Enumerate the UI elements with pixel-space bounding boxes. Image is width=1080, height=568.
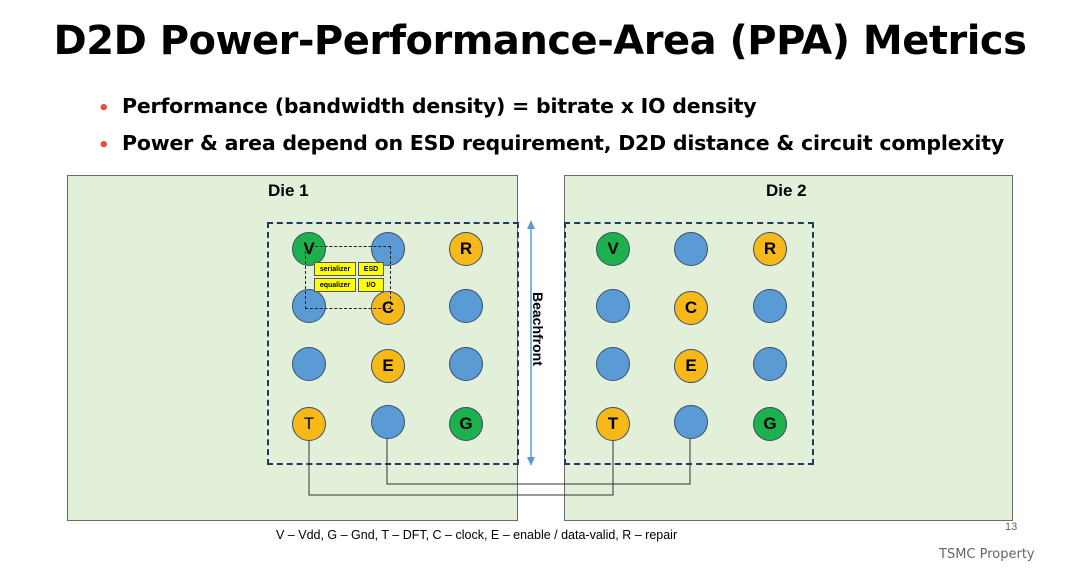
signal-pin xyxy=(449,347,483,381)
io-cell-outline xyxy=(305,246,391,309)
dft-connection-line xyxy=(308,433,614,496)
signal-pin xyxy=(596,289,630,323)
bullet-dot-icon: • xyxy=(98,135,110,156)
signal-connection-line xyxy=(386,433,691,485)
beachfront-arrow-head-bottom xyxy=(527,457,535,466)
dft-pin: T xyxy=(596,407,630,441)
gnd-pin: G xyxy=(449,407,483,441)
enable-pin: E xyxy=(674,349,708,383)
bullet-item: • Performance (bandwidth density) = bitra… xyxy=(98,92,1004,129)
repair-pin: R xyxy=(449,232,483,266)
equalizer-block: equalizer xyxy=(314,278,356,292)
die-2-beachfront-region xyxy=(564,222,814,465)
pin-legend: V – Vdd, G – Gnd, T – DFT, C – clock, E … xyxy=(276,528,678,542)
signal-pin xyxy=(292,347,326,381)
footer-text: TSMC Property xyxy=(939,547,1035,562)
bullet-text: Power & area depend on ESD requirement, … xyxy=(122,131,1005,155)
page-number: 13 xyxy=(1005,521,1018,533)
vdd-pin: V xyxy=(596,232,630,266)
bullet-dot-icon: • xyxy=(98,98,110,119)
vdd-pin: V xyxy=(292,232,326,266)
bullet-item: • Power & area depend on ESD requirement,… xyxy=(98,129,1004,166)
signal-pin xyxy=(449,289,483,323)
signal-pin xyxy=(674,232,708,266)
die-1-beachfront-region xyxy=(267,222,519,465)
esd-block: ESD xyxy=(358,262,384,276)
signal-pin xyxy=(371,232,405,266)
bullet-text: Performance (bandwidth density) = bitrat… xyxy=(122,94,757,118)
signal-pin xyxy=(674,405,708,439)
beachfront-label: Beachfront xyxy=(530,292,546,366)
slide-title: D2D Power-Performance-Area (PPA) Metrics xyxy=(53,18,1027,64)
gnd-pin: G xyxy=(753,407,787,441)
signal-pin xyxy=(292,289,326,323)
signal-pin xyxy=(596,347,630,381)
die-1-label: Die 1 xyxy=(268,181,309,200)
clock-pin: C xyxy=(674,291,708,325)
repair-pin: R xyxy=(753,232,787,266)
enable-pin: E xyxy=(371,349,405,383)
bullet-list: • Performance (bandwidth density) = bitra… xyxy=(98,92,1004,166)
io-block: I/O xyxy=(358,278,384,292)
signal-pin xyxy=(371,405,405,439)
signal-pin xyxy=(753,289,787,323)
serializer-block: serializer xyxy=(314,262,356,276)
beachfront-arrow-head-top xyxy=(527,220,535,229)
dft-pin: T xyxy=(292,407,326,441)
die-2-label: Die 2 xyxy=(766,181,807,200)
signal-pin xyxy=(753,347,787,381)
